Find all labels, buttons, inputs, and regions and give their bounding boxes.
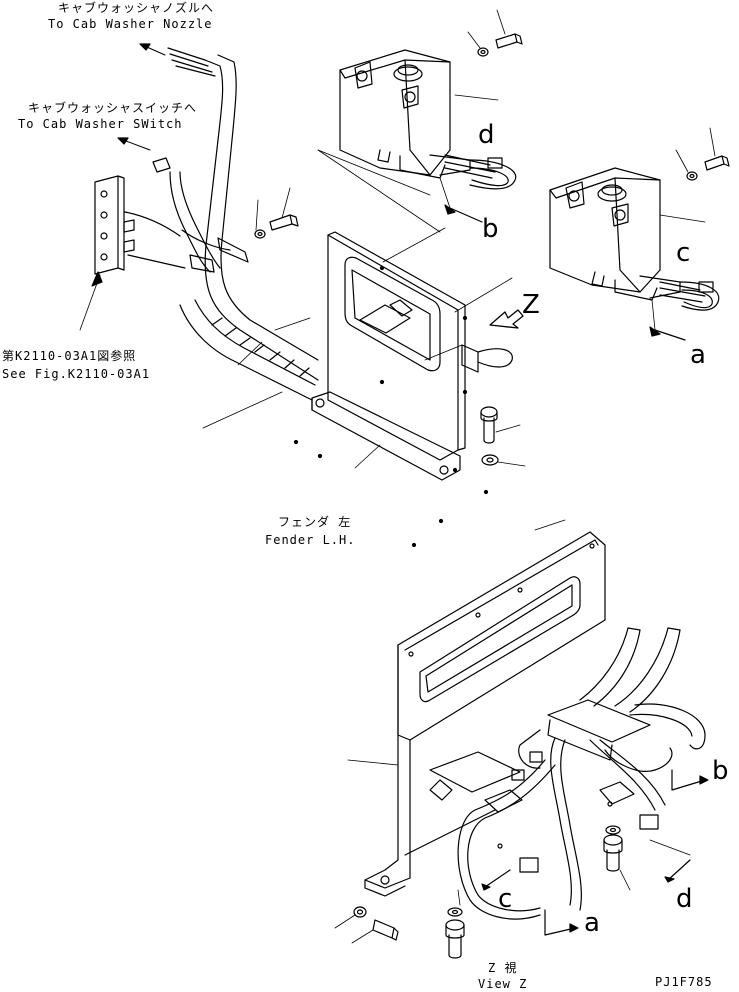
bracket-upper [311, 231, 513, 481]
direction-arrows-top [117, 43, 166, 151]
bolt-harness-clip [254, 187, 299, 239]
bolt-lower-tank [675, 127, 730, 181]
label-to-nozzle-en: To Cab Washer Nozzle [48, 17, 213, 31]
callout-c-bottom: c [498, 884, 513, 914]
callout-b-top: b [482, 214, 499, 244]
label-to-switch-jp: キャブウォッシャスイッチへ [28, 101, 198, 115]
callout-d-top: d [478, 120, 495, 150]
callout-d-bottom: d [676, 884, 693, 914]
washer-tank-lower [549, 167, 720, 311]
fender-holes [293, 439, 489, 548]
hose-harness [124, 47, 319, 401]
label-to-nozzle-jp: キャブウォッシャノズルへ [58, 1, 215, 15]
bolts-lower [334, 825, 631, 959]
harness-view-z [429, 627, 706, 920]
washer-tank-upper [339, 49, 517, 190]
callout-z: Z [522, 290, 540, 320]
label-see-fig-jp: 第K2110-03A1図参照 [2, 349, 137, 363]
label-fender-jp: フェンダ 左 [278, 515, 352, 529]
drawing-code: PJ1F785 [655, 975, 713, 989]
label-to-switch-en: To Cab Washer SWitch [18, 117, 183, 131]
bracket-lower-view-z [364, 531, 606, 897]
callout-c-top: c [676, 238, 691, 268]
view-z-arrow [489, 309, 524, 329]
label-fender-en: Fender L.H. [265, 533, 356, 547]
callout-a-bottom: a [584, 908, 600, 938]
bolt-upper-tank [467, 9, 523, 57]
label-view-z-en: View Z [478, 977, 528, 991]
cab-washer-switch-panel [79, 157, 171, 331]
bolt-bracket-upper [480, 406, 526, 467]
label-see-fig-en: See Fig.K2110-03A1 [2, 367, 151, 381]
label-view-z-jp: Z 視 [488, 961, 518, 975]
direction-arrows-view-z [457, 769, 709, 936]
callout-b-bottom: b [712, 756, 729, 786]
callout-a-top: a [690, 340, 706, 370]
